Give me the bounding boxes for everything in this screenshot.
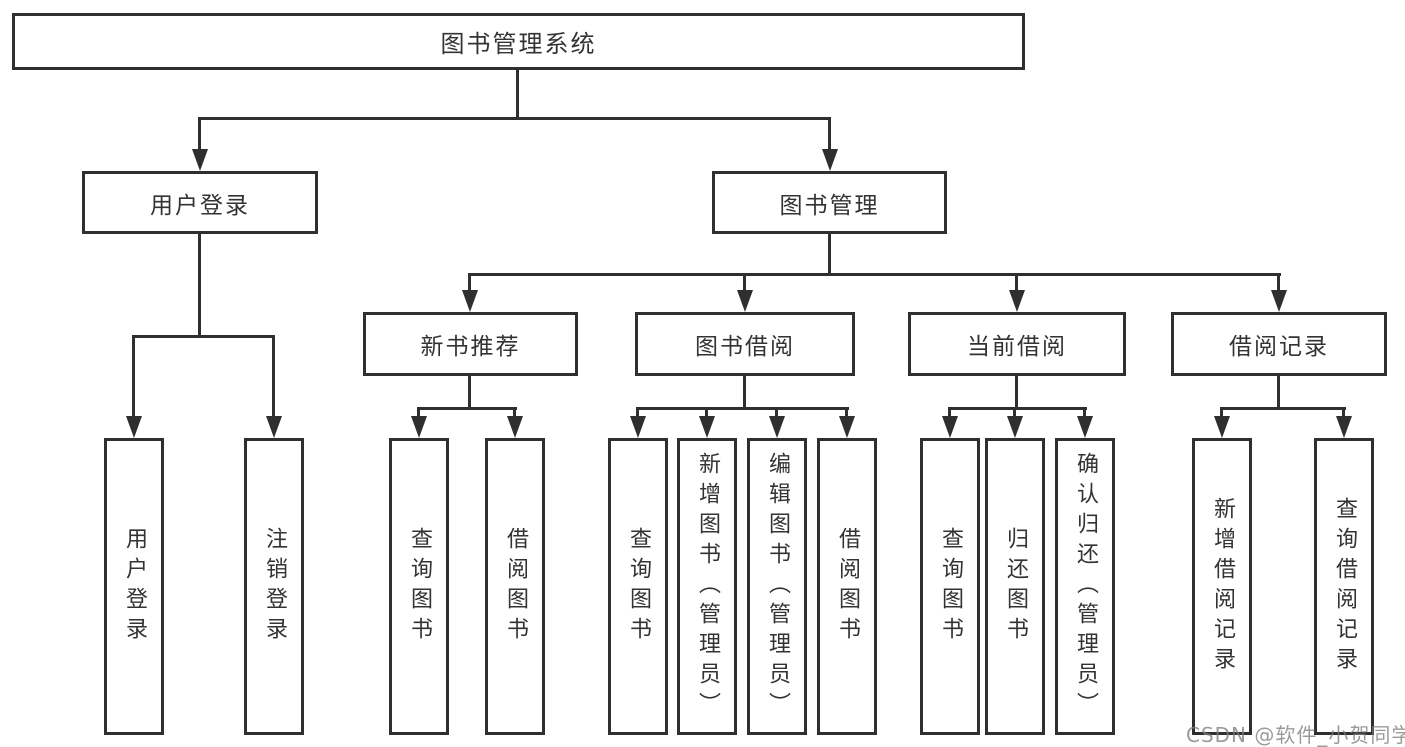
leaf-query-books-recommend: 查询图书 (389, 438, 449, 735)
edge-book-management-stem (828, 234, 831, 275)
leaf-query-books-borrow: 查询图书 (608, 438, 668, 735)
edge-book-management-rail (468, 273, 1281, 276)
leaf-query-borrow-record: 查询借阅记录 (1314, 438, 1374, 735)
arrow-down-icon (942, 416, 958, 438)
edge-to-leaf (1342, 407, 1345, 419)
arrow-down-icon (769, 416, 785, 438)
edge-to-book-management (828, 117, 831, 151)
edge-root-stem (516, 70, 519, 119)
leaf-edit-book-admin: 编辑图书（管理员） (747, 438, 807, 735)
edge-to-leaf-logout (272, 335, 275, 418)
arrow-down-icon (1271, 290, 1287, 312)
edge-book-borrow-rail (636, 407, 849, 410)
edge-to-user-login (198, 117, 201, 151)
edge-book-borrow-stem (743, 376, 746, 409)
arrow-down-icon (737, 290, 753, 312)
node-library-system: 图书管理系统 (12, 13, 1025, 70)
arrow-down-icon (699, 416, 715, 438)
node-user-login: 用户登录 (82, 171, 318, 234)
leaf-logout: 注销登录 (244, 438, 304, 735)
leaf-return-book: 归还图书 (985, 438, 1045, 735)
edge-to-leaf (1220, 407, 1223, 419)
arrow-down-icon (1336, 416, 1352, 438)
leaf-user-login: 用户登录 (104, 438, 164, 735)
edge-to-current-borrow (1015, 273, 1018, 293)
edge-to-leaf (1013, 407, 1016, 419)
arrow-down-icon (822, 149, 838, 171)
edge-to-leaf (948, 407, 951, 419)
leaf-add-book-admin: 新增图书（管理员） (677, 438, 737, 735)
leaf-borrow-books-recommend: 借阅图书 (485, 438, 545, 735)
edge-borrow-records-rail (1220, 407, 1346, 410)
edge-user-login-stem (198, 234, 201, 337)
edge-to-leaf (1083, 407, 1086, 419)
arrow-down-icon (630, 416, 646, 438)
node-borrow-records: 借阅记录 (1171, 312, 1387, 376)
arrow-down-icon (1007, 416, 1023, 438)
edge-to-book-borrow (743, 273, 746, 293)
edge-to-leaf (636, 407, 639, 419)
edge-to-leaf (513, 407, 516, 419)
edge-current-borrow-rail (948, 407, 1087, 410)
edge-recommend-stem (468, 376, 471, 409)
leaf-query-books-current: 查询图书 (920, 438, 980, 735)
node-new-book-recommend: 新书推荐 (363, 312, 578, 376)
arrow-down-icon (507, 416, 523, 438)
edge-recommend-rail (417, 407, 517, 410)
arrow-down-icon (1077, 416, 1093, 438)
edge-to-borrow-records (1277, 273, 1280, 293)
edge-to-leaf (775, 407, 778, 419)
edge-current-borrow-stem (1015, 376, 1018, 409)
arrow-down-icon (266, 416, 282, 438)
leaf-confirm-return-admin: 确认归还（管理员） (1055, 438, 1115, 735)
edge-to-new-book-recommend (468, 273, 471, 293)
edge-root-rail (198, 117, 831, 120)
leaf-borrow-books: 借阅图书 (817, 438, 877, 735)
edge-borrow-records-stem (1277, 376, 1280, 409)
csdn-watermark: CSDN @软件_小贺同学 (1186, 723, 1405, 747)
edge-to-leaf-user-login (132, 335, 135, 418)
edge-to-leaf (705, 407, 708, 419)
arrow-down-icon (1214, 416, 1230, 438)
arrow-down-icon (839, 416, 855, 438)
arrow-down-icon (126, 416, 142, 438)
node-book-management: 图书管理 (712, 171, 947, 234)
arrow-down-icon (462, 290, 478, 312)
node-current-borrow: 当前借阅 (908, 312, 1126, 376)
node-book-borrow: 图书借阅 (635, 312, 855, 376)
leaf-add-borrow-record: 新增借阅记录 (1192, 438, 1252, 735)
arrow-down-icon (411, 416, 427, 438)
arrow-down-icon (192, 149, 208, 171)
arrow-down-icon (1009, 290, 1025, 312)
edge-to-leaf (845, 407, 848, 419)
edge-user-login-rail (132, 335, 275, 338)
edge-to-leaf (417, 407, 420, 419)
